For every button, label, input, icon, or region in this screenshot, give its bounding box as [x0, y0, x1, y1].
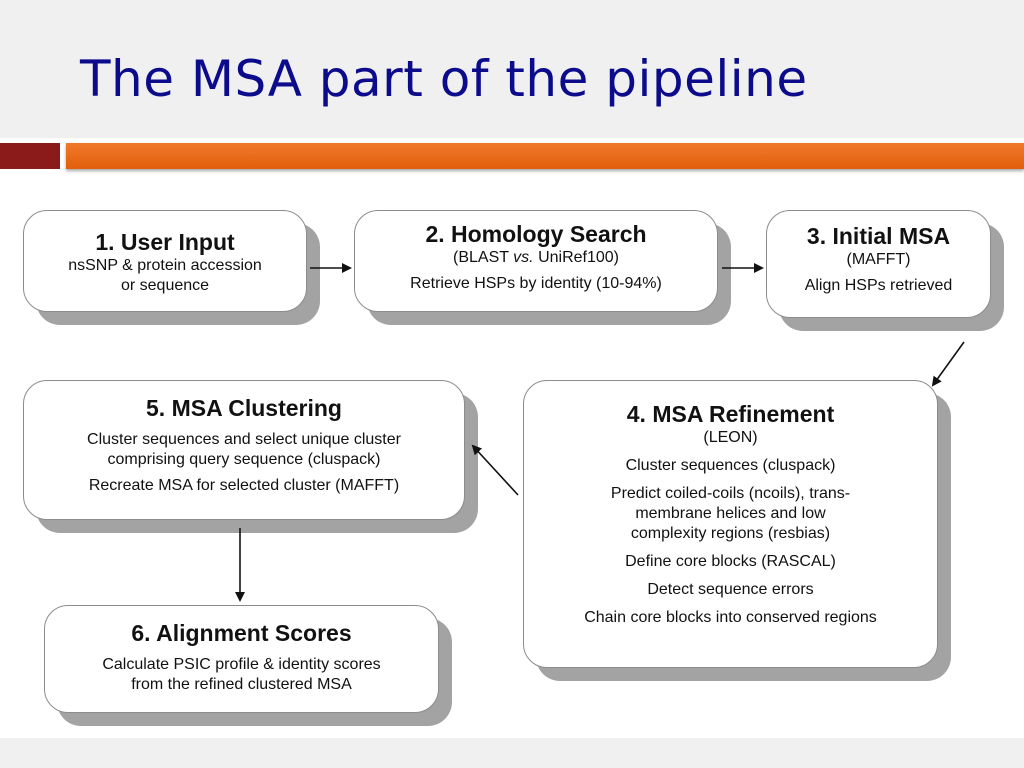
step-4-line: Predict coiled-coils (ncoils), trans-: [610, 485, 851, 502]
step-5-title: 5. MSA Clustering: [146, 395, 342, 421]
step-4-title: 4. MSA Refinement: [626, 401, 835, 427]
step-3-box: 3. Initial MSA (MAFFT) Align HSPs retrie…: [766, 210, 991, 318]
flow-arrows: [235, 263, 965, 602]
step-5-line: Recreate MSA for selected cluster (MAFFT…: [88, 477, 400, 494]
step-3-title: 3. Initial MSA: [806, 223, 951, 249]
step-1-box: 1. User Input nsSNP & protein accession …: [23, 210, 307, 312]
accent-bar-orange: [66, 143, 1024, 169]
step-1-line: or sequence: [120, 277, 210, 294]
step-4-line: Chain core blocks into conserved regions: [584, 609, 877, 626]
step-5-box: 5. MSA Clustering Cluster sequences and …: [23, 380, 465, 520]
step-4-box: 4. MSA Refinement (LEON) Cluster sequenc…: [523, 380, 938, 668]
step-4-line: complexity regions (resbias): [630, 525, 831, 542]
pipeline-diagram: 1. User Input nsSNP & protein accession …: [0, 190, 1024, 738]
step-6-box: 6. Alignment Scores Calculate PSIC profi…: [44, 605, 439, 713]
arrow-step3-to-step4: [931, 341, 965, 387]
title-band: [0, 0, 1024, 138]
step-4-line: Define core blocks (RASCAL): [625, 553, 836, 570]
step-5-line: comprising query sequence (cluspack): [107, 451, 381, 468]
step-4-line: Detect sequence errors: [647, 581, 814, 598]
step-4-line: Cluster sequences (cluspack): [625, 457, 836, 474]
step-3-line: Align HSPs retrieved: [804, 277, 953, 294]
step-2-subtitle: (BLAST vs. UniRef100): [453, 249, 619, 266]
accent-block-dark: [0, 143, 60, 169]
step-6-line: from the refined clustered MSA: [131, 676, 352, 693]
step-1-title: 1. User Input: [95, 229, 235, 255]
step-5-line: Cluster sequences and select unique clus…: [87, 431, 401, 448]
step-4-line: membrane helices and low: [635, 505, 826, 522]
step-2-line: Retrieve HSPs by identity (10-94%): [410, 275, 662, 292]
arrow-step4-to-step5: [471, 444, 519, 496]
step-6-line: Calculate PSIC profile & identity scores: [102, 656, 381, 673]
step-2-box: 2. Homology Search (BLAST vs. UniRef100)…: [354, 210, 718, 312]
slide-title: The MSA part of the pipeline: [80, 50, 808, 108]
step-6-title: 6. Alignment Scores: [131, 620, 352, 646]
footer-band: [0, 738, 1024, 768]
step-4-subtitle: (LEON): [703, 429, 758, 446]
step-2-title: 2. Homology Search: [425, 221, 647, 247]
step-3-subtitle: (MAFFT): [846, 251, 911, 268]
step-1-line: nsSNP & protein accession: [68, 257, 262, 274]
